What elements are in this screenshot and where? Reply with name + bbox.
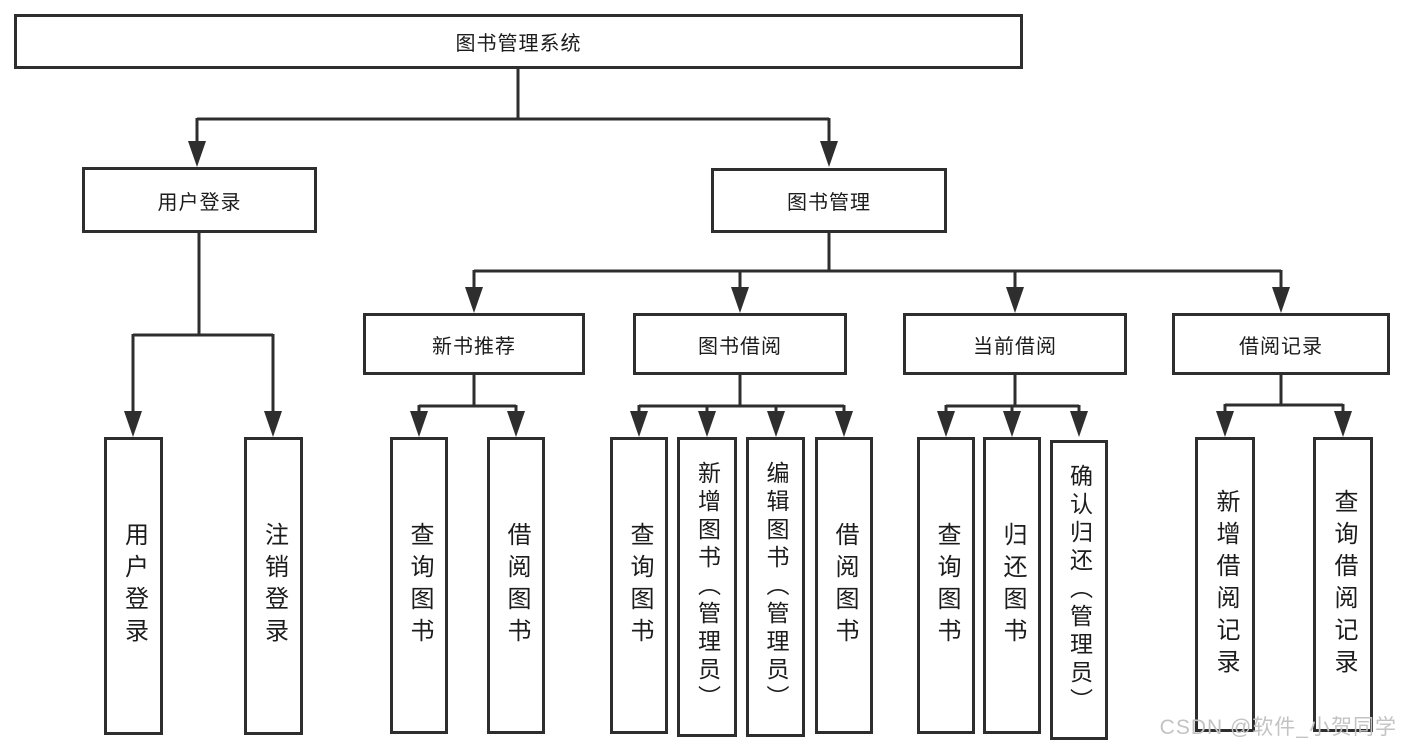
csdn-watermark: CSDN @软件_小贺同学: [1159, 716, 1397, 739]
arrowheads: [124, 141, 1352, 437]
leaf-edit-book-admin: 编辑图书（管理员）: [746, 437, 805, 737]
leaf-label: 查询图书: [933, 521, 960, 650]
leaf-logout: 注销登录: [244, 437, 303, 735]
leaf-label: 用户登录: [120, 522, 148, 650]
leaf-borrow-books-recommend: 借阅图书: [487, 437, 545, 734]
leaf-label: 查询图书: [626, 521, 653, 650]
node-root-book-management-system: 图书管理系统: [14, 14, 1023, 69]
leaf-return-books: 归还图书: [983, 437, 1041, 734]
node-current-borrow: 当前借阅: [903, 313, 1127, 375]
leaf-confirm-return-admin: 确认归还（管理员）: [1050, 440, 1108, 740]
leaf-query-books-borrow: 查询图书: [610, 437, 668, 734]
node-borrow-records: 借阅记录: [1172, 313, 1390, 375]
leaf-add-borrow-record: 新增借阅记录: [1195, 437, 1255, 732]
leaf-label: 确认归还（管理员）: [1066, 464, 1093, 716]
node-new-book-recommend: 新书推荐: [363, 313, 585, 375]
node-user-login: 用户登录: [82, 167, 317, 233]
leaf-label: 注销登录: [260, 522, 288, 650]
leaf-label: 编辑图书（管理员）: [763, 461, 789, 713]
node-book-borrow: 图书借阅: [633, 313, 847, 375]
node-label: 借阅记录: [1239, 335, 1323, 358]
leaf-label: 借阅图书: [831, 521, 858, 650]
leaf-label: 查询图书: [406, 521, 433, 650]
leaf-add-book-admin: 新增图书（管理员）: [677, 437, 737, 737]
leaf-borrow-books: 借阅图书: [815, 437, 873, 734]
leaf-query-borrow-record: 查询借阅记录: [1313, 437, 1373, 732]
node-label: 用户登录: [157, 191, 242, 214]
leaf-label: 归还图书: [999, 521, 1026, 650]
node-label: 新书推荐: [432, 335, 516, 358]
leaf-user-login: 用户登录: [104, 437, 163, 735]
node-label: 图书管理系统: [455, 33, 582, 55]
leaf-label: 查询借阅记录: [1330, 488, 1357, 681]
leaf-query-books-current: 查询图书: [917, 437, 975, 734]
leaf-label: 新增借阅记录: [1212, 488, 1239, 681]
node-label: 当前借阅: [973, 335, 1057, 358]
node-label: 图书借阅: [698, 335, 782, 358]
leaf-query-books-recommend: 查询图书: [390, 437, 448, 734]
leaf-label: 新增图书（管理员）: [694, 461, 721, 713]
node-label: 图书管理: [787, 192, 871, 214]
node-book-management: 图书管理: [711, 168, 947, 233]
leaf-label: 借阅图书: [503, 521, 530, 650]
